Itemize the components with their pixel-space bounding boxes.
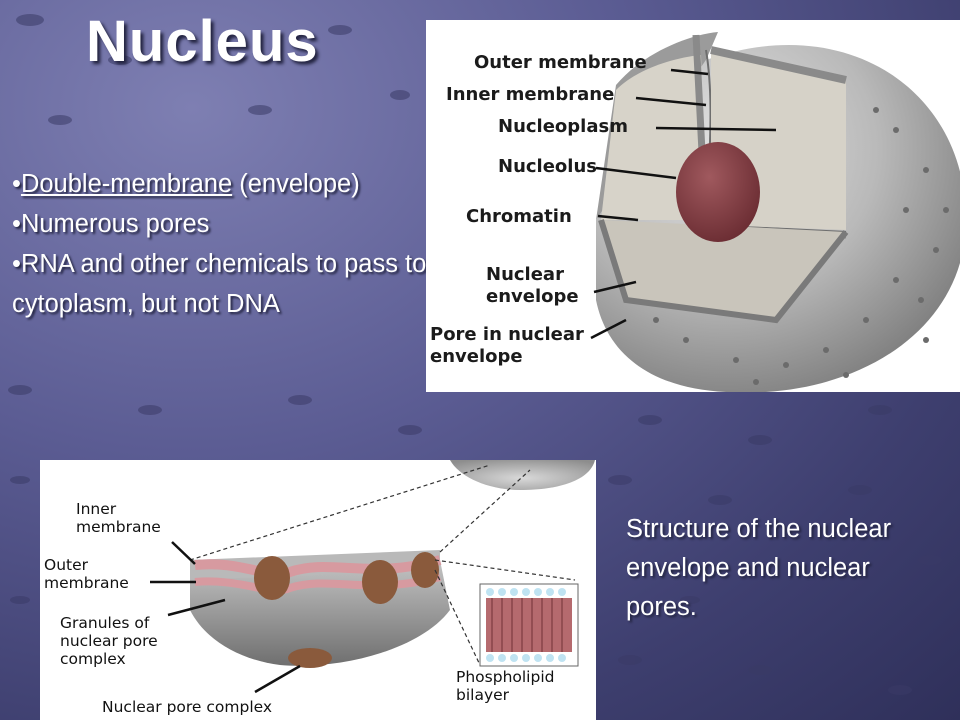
label-line: nuclear pore bbox=[60, 632, 158, 650]
label-line: membrane bbox=[44, 574, 129, 592]
bullet-marker: • bbox=[12, 170, 21, 198]
bullet-marker: • bbox=[12, 210, 21, 238]
label-pore-in-envelope: Pore in nuclear envelope bbox=[430, 324, 584, 368]
label-nuclear-envelope: Nuclear envelope bbox=[486, 264, 579, 308]
label-line: envelope bbox=[430, 346, 523, 367]
label-line: Granules of bbox=[60, 614, 150, 632]
label-line: envelope bbox=[486, 286, 579, 307]
label-line: membrane bbox=[76, 518, 161, 536]
bullet-text: Numerous pores bbox=[20, 210, 210, 238]
label-nuclear-pore-complex: Nuclear pore complex bbox=[102, 698, 273, 716]
nucleus-cutaway-diagram: Outer membrane Inner membrane Nucleoplas… bbox=[426, 20, 960, 392]
bullet-double-membrane: •Double-membrane (envelope) bbox=[12, 164, 452, 204]
label-phospholipid-bilayer: Phospholipid bilayer bbox=[456, 668, 554, 704]
bullet-text: RNA and other chemicals to pass to cytop… bbox=[12, 250, 427, 318]
figure-caption: Structure of the nuclear envelope and nu… bbox=[626, 515, 892, 621]
label-granules: Granules of nuclear pore complex bbox=[60, 614, 158, 668]
slide-title: Nucleus bbox=[86, 9, 319, 74]
bullet-underlined-term: Double-membrane bbox=[20, 170, 233, 198]
label-line: Phospholipid bbox=[456, 668, 555, 686]
nucleus-cutaway-illustration bbox=[590, 32, 960, 392]
label-line: Nuclear bbox=[486, 264, 564, 285]
label-line: complex bbox=[60, 650, 126, 668]
nuclear-envelope-diagram: Inner membrane Outer membrane Granules o… bbox=[40, 460, 596, 720]
label-inner-membrane: Inner membrane bbox=[446, 84, 615, 105]
nuclear-envelope-illustration bbox=[150, 460, 595, 694]
bullet-list: •Double-membrane (envelope) •Numerous po… bbox=[12, 164, 452, 324]
label-line: Inner bbox=[76, 500, 117, 518]
label-chromatin: Chromatin bbox=[466, 206, 572, 227]
label-nucleolus: Nucleolus bbox=[498, 156, 597, 177]
bullet-text: (envelope) bbox=[232, 170, 360, 198]
bullet-numerous-pores: •Numerous pores bbox=[12, 204, 452, 244]
label-line: Outer bbox=[44, 556, 89, 574]
bullet-marker: • bbox=[12, 250, 21, 278]
label-inner-membrane-bottom: Inner membrane bbox=[76, 500, 161, 536]
label-nucleoplasm: Nucleoplasm bbox=[498, 116, 628, 137]
label-outer-membrane-bottom: Outer membrane bbox=[44, 556, 129, 592]
bullet-rna-pass: •RNA and other chemicals to pass to cyto… bbox=[12, 244, 432, 324]
label-line: Pore in nuclear bbox=[430, 324, 584, 345]
label-outer-membrane: Outer membrane bbox=[474, 52, 647, 73]
label-line: bilayer bbox=[456, 686, 510, 704]
